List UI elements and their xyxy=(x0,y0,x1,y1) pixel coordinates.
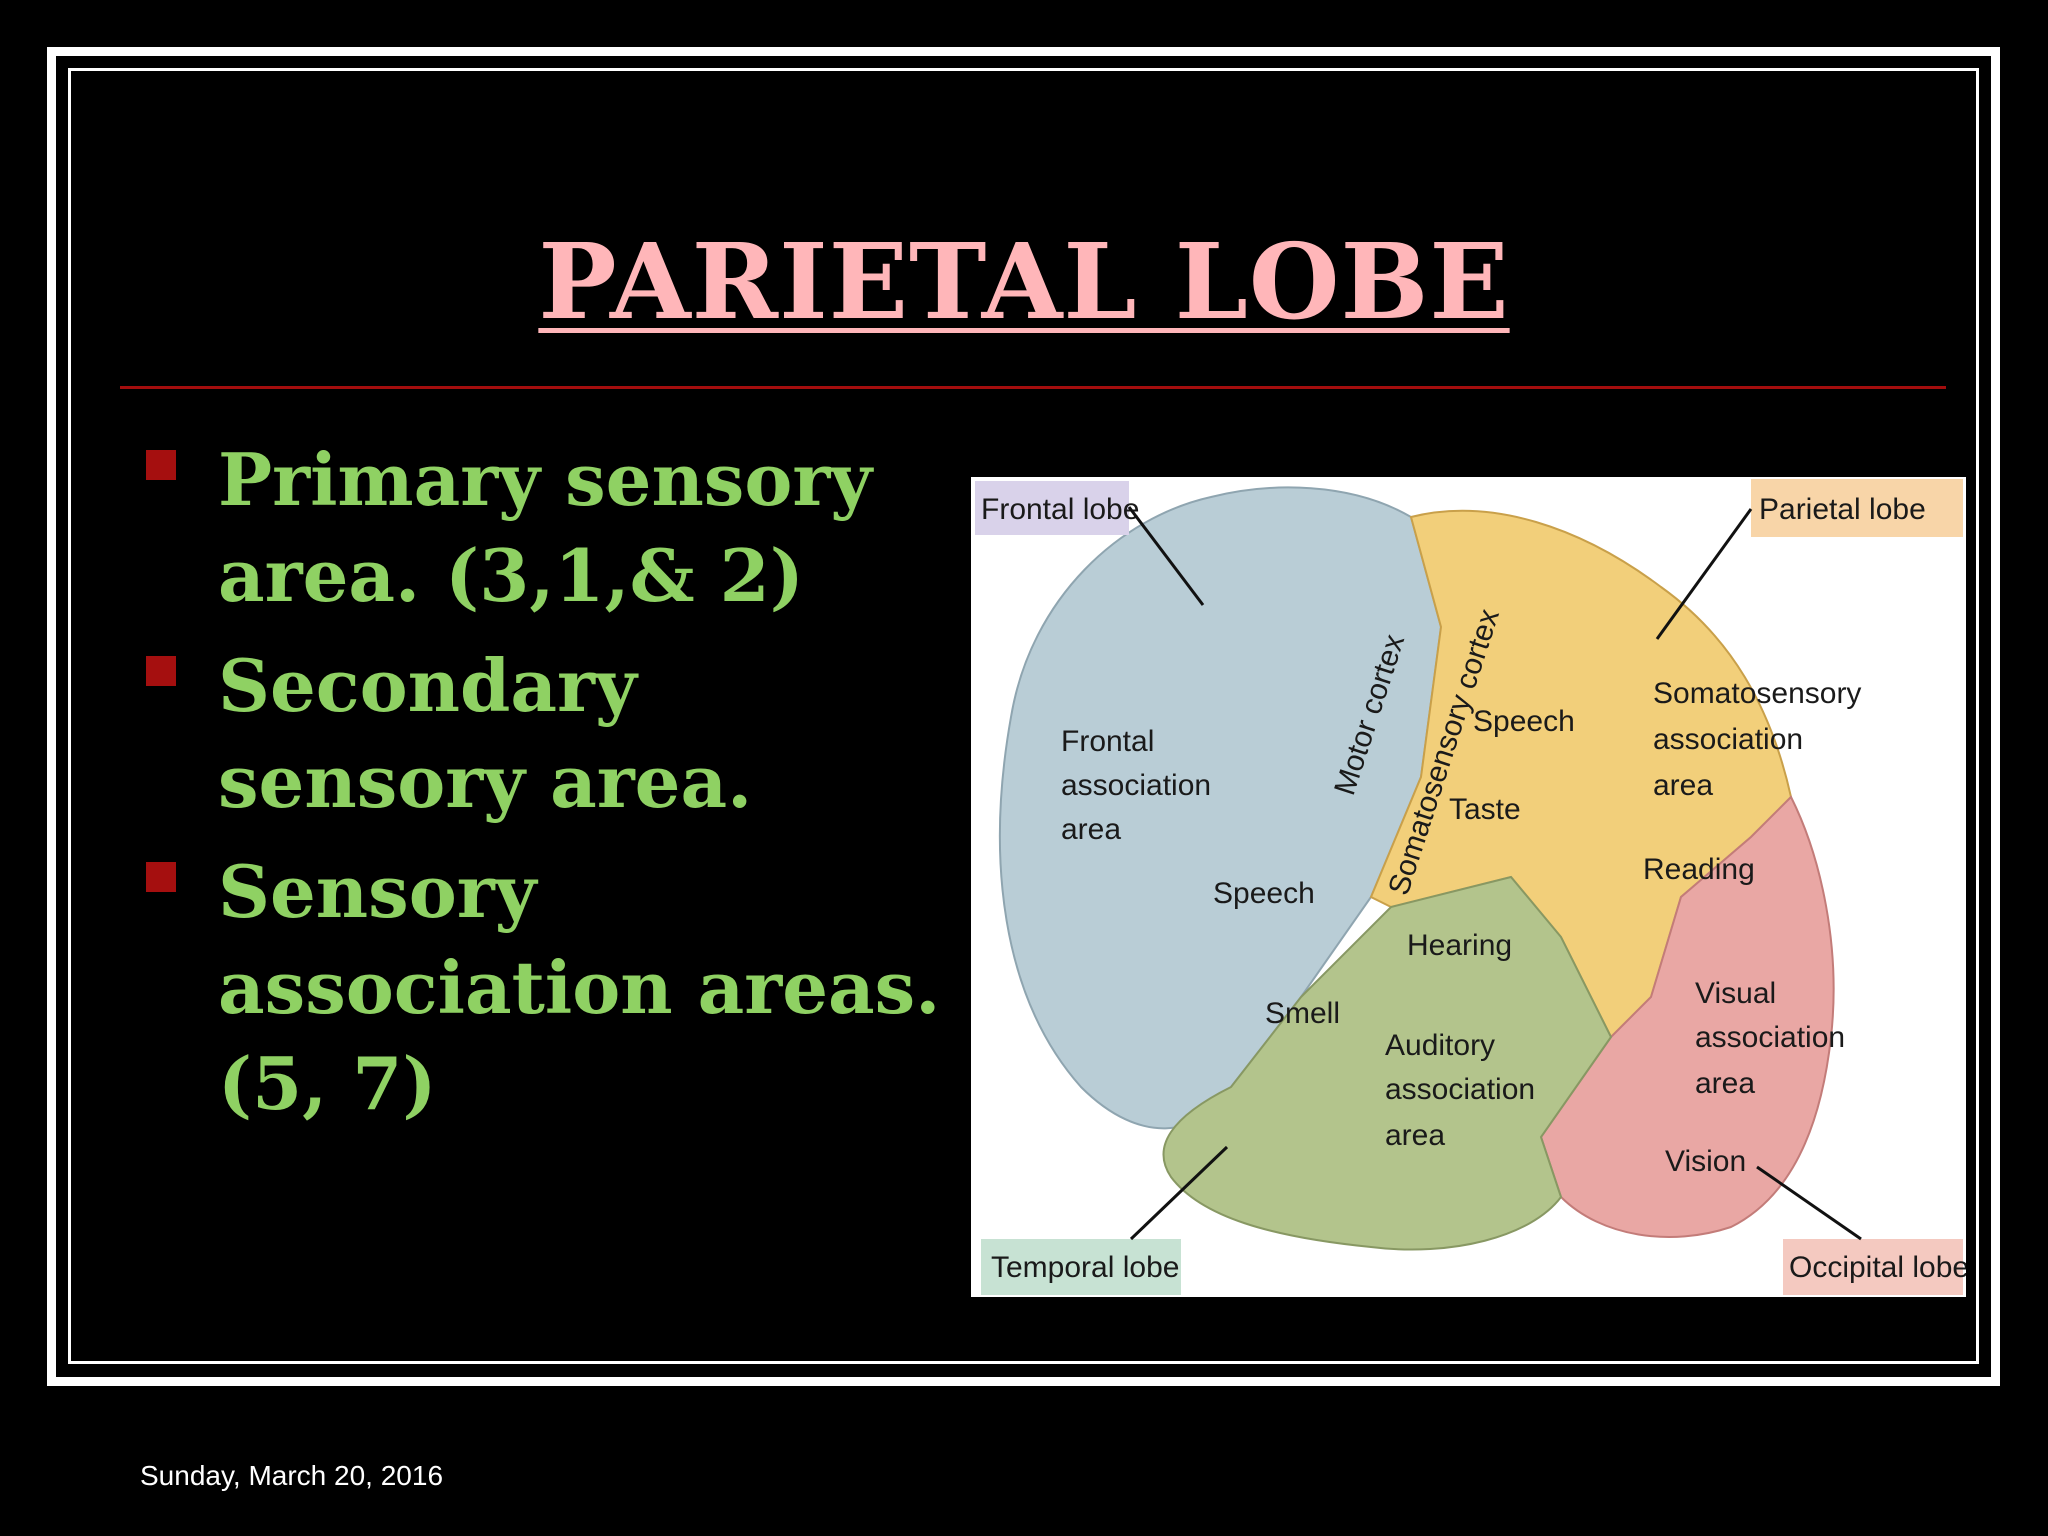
brain-lobes-figure: Frontal lobe Parietal lobe Temporal lobe… xyxy=(971,477,1966,1297)
auditory-assoc-label-line2: association xyxy=(1385,1073,1535,1106)
somato-assoc-label-line1: Somatosensory xyxy=(1653,677,1861,710)
vision-label: Vision xyxy=(1665,1145,1746,1178)
bullet-square-icon xyxy=(146,862,176,892)
bullet-square-icon xyxy=(146,450,176,480)
frontal-assoc-label-line3: area xyxy=(1061,813,1121,846)
taste-label: Taste xyxy=(1449,793,1521,826)
frontal-assoc-label-line1: Frontal xyxy=(1061,725,1154,758)
bullet-text: Secondary sensory area. xyxy=(218,643,752,824)
auditory-assoc-label-line1: Auditory xyxy=(1385,1029,1495,1062)
title-divider xyxy=(120,386,1946,389)
slide-title-text: PARIETAL LOBE xyxy=(538,220,1509,343)
bullet-item: Sensory association areas. (5, 7) xyxy=(140,844,960,1132)
visual-assoc-label-line2: association xyxy=(1695,1021,1845,1054)
bullet-item: Secondary sensory area. xyxy=(140,638,960,830)
parietal-lobe-label: Parietal lobe xyxy=(1759,493,1926,526)
bullet-text: Sensory association areas. (5, 7) xyxy=(218,849,940,1126)
bullet-text: Primary sensory area. (3,1,& 2) xyxy=(218,437,872,618)
somato-assoc-label-line3: area xyxy=(1653,769,1713,802)
temporal-lobe-label: Temporal lobe xyxy=(991,1251,1179,1284)
reading-label: Reading xyxy=(1643,853,1755,886)
somato-assoc-label-line2: association xyxy=(1653,723,1803,756)
auditory-assoc-label-line3: area xyxy=(1385,1119,1445,1152)
speech-parietal-label: Speech xyxy=(1473,705,1575,738)
visual-assoc-label-line1: Visual xyxy=(1695,977,1776,1010)
occipital-lobe-label: Occipital lobe xyxy=(1789,1251,1966,1284)
bullet-item: Primary sensory area. (3,1,& 2) xyxy=(140,432,960,624)
smell-label: Smell xyxy=(1265,997,1340,1030)
bullet-list: Primary sensory area. (3,1,& 2) Secondar… xyxy=(140,432,960,1146)
brain-diagram: Frontal lobe Parietal lobe Temporal lobe… xyxy=(971,477,1966,1297)
frontal-lobe-label: Frontal lobe xyxy=(981,493,1139,526)
hearing-label: Hearing xyxy=(1407,929,1512,962)
footer-date: Sunday, March 20, 2016 xyxy=(140,1460,443,1492)
visual-assoc-label-line3: area xyxy=(1695,1067,1755,1100)
frontal-assoc-label-line2: association xyxy=(1061,769,1211,802)
speech-frontal-label: Speech xyxy=(1213,877,1315,910)
slide-title: PARIETAL LOBE xyxy=(0,222,2048,342)
bullet-square-icon xyxy=(146,656,176,686)
